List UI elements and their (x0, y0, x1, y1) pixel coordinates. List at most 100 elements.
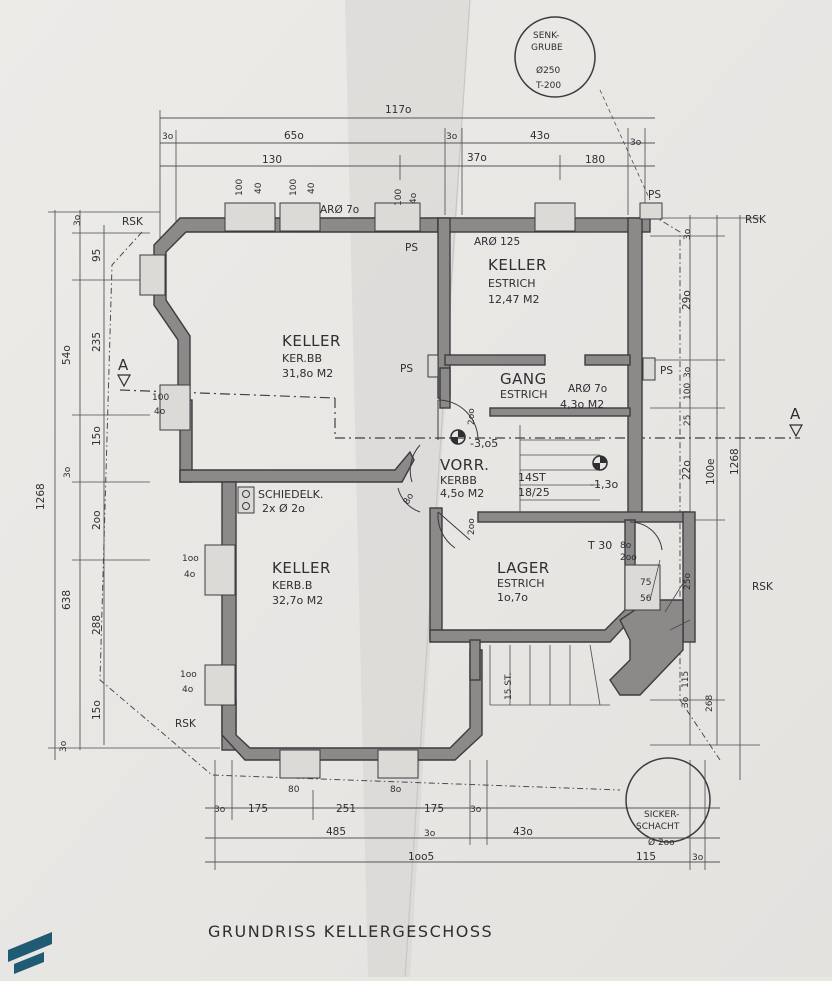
chimney (237, 486, 255, 514)
vent-label: ARØ 7o (568, 383, 607, 395)
dim-text: 485 (326, 826, 346, 838)
room-name-vorr: VORR. (440, 456, 489, 474)
dim-text: 4o (182, 685, 194, 695)
room-area-gang: 4,3o M2 (560, 398, 604, 411)
room-floor-vorr: KERBB (440, 474, 477, 487)
dim-text: 117o (385, 104, 411, 116)
vent-label: ARØ 7o (320, 204, 359, 216)
dim-text: 3o (446, 132, 458, 142)
dim-text: 3o (214, 805, 226, 815)
room-area-keller-ne: 12,47 M2 (488, 293, 539, 306)
dim-text: 100 (683, 383, 693, 400)
dim-text: 3o (681, 696, 691, 708)
dim-text: 115 (636, 851, 656, 863)
dim-text: 1268 (729, 448, 741, 475)
room-name-keller-sw: KELLER (272, 559, 331, 577)
dim-text: 100e (705, 458, 717, 485)
sickerschacht-label: SICKER- (644, 810, 679, 820)
senkgrube-label: GRUBE (531, 43, 563, 53)
dim-text: 4o (184, 570, 196, 580)
dim-text: 3o (162, 132, 174, 142)
dim-text: 43o (513, 826, 533, 838)
dim-text: 37o (467, 152, 487, 164)
stairs-count: 15 ST. (504, 673, 514, 700)
dim-text: 251 (336, 803, 356, 815)
ps-label: PS (660, 365, 673, 377)
dim-text: 175 (248, 803, 268, 815)
level-value: -1,3o (590, 478, 618, 491)
dim-text: 130 (262, 154, 282, 166)
room-floor-keller-ne: ESTRICH (488, 277, 536, 290)
dim-text: 1oo (180, 670, 197, 680)
dim-text: 2oo (91, 510, 103, 530)
dim-text: 180 (585, 154, 605, 166)
dim-text: 15o (91, 700, 103, 720)
dim-text: 3o (692, 853, 704, 863)
dim-text: 175 (424, 803, 444, 815)
dim-text: 100 (152, 393, 169, 403)
room-name-keller-ne: KELLER (488, 256, 547, 274)
stairs-count: 14ST (518, 471, 546, 484)
sickerschacht-circle (625, 757, 711, 843)
plan-title: GRUNDRISS KELLERGESCHOSS (208, 922, 493, 941)
room-area-keller-nw: 31,8o M2 (282, 367, 333, 380)
dim-text: 65o (284, 130, 304, 142)
ps-label: PS (405, 242, 418, 254)
dim-text: 8o (620, 541, 632, 551)
dim-text: 3o (470, 805, 482, 815)
room-floor-keller-nw: KER.BB (282, 352, 322, 365)
dim-text: 75 (640, 578, 651, 588)
dim-text: 22o (681, 460, 693, 480)
rsk-label: RSK (175, 718, 197, 730)
senkgrube-label: SENK- (533, 31, 559, 41)
sickerschacht-label: Ø 2oo (648, 837, 675, 848)
dim-text: 25 (683, 415, 693, 426)
dim-text: 235 (91, 332, 103, 352)
dim-text: 1oo (182, 554, 199, 564)
dim-text: 100 (289, 179, 299, 196)
room-area-lager: 1o,7o (497, 591, 528, 604)
room-name-gang: GANG (500, 370, 547, 388)
room-area-keller-sw: 32,7o M2 (272, 594, 323, 607)
senkgrube-circle (514, 16, 596, 98)
dim-text: 43o (530, 130, 550, 142)
dim-text: 3o (63, 466, 73, 478)
company-logo (8, 932, 52, 974)
room-floor-gang: ESTRICH (500, 388, 548, 401)
fire-door-label: T 30 (587, 539, 612, 552)
dim-text: 3o (683, 366, 693, 378)
rsk-label: RSK (745, 214, 767, 226)
dim-text: 288 (91, 615, 103, 635)
rsk-label: RSK (122, 216, 144, 228)
dimension-lines (48, 110, 760, 870)
section-label-a: A (790, 405, 801, 423)
room-floor-lager: ESTRICH (497, 577, 545, 590)
dim-text: 638 (61, 590, 73, 610)
dim-text: 1268 (35, 483, 47, 510)
stairs-rise: 18/25 (518, 486, 550, 499)
room-area-vorr: 4,5o M2 (440, 487, 484, 500)
vent-label: ARØ 125 (474, 236, 520, 248)
dim-text: 29o (681, 290, 693, 310)
dim-text: 3o (59, 740, 69, 752)
dim-text: 40 (307, 182, 317, 194)
dim-text: 2oo (467, 408, 477, 425)
dim-text: 56 (640, 594, 652, 604)
dim-text: 3o (630, 138, 642, 148)
stairs (489, 425, 691, 706)
dim-text: 40 (254, 182, 264, 194)
dim-text: 115 (681, 671, 691, 688)
windows (139, 202, 661, 779)
room-name-lager: LAGER (497, 559, 550, 577)
site-outline (99, 89, 800, 791)
dim-text: 2oo (620, 553, 637, 563)
room-floor-keller-sw: KERB.B (272, 579, 312, 592)
dim-text: 8o (390, 785, 402, 795)
room-name-keller-nw: KELLER (282, 332, 341, 350)
dim-text: 1oo5 (408, 851, 434, 863)
level-value: -3,o5 (470, 437, 498, 450)
dim-text: 268 (705, 695, 715, 712)
doors (397, 399, 663, 551)
